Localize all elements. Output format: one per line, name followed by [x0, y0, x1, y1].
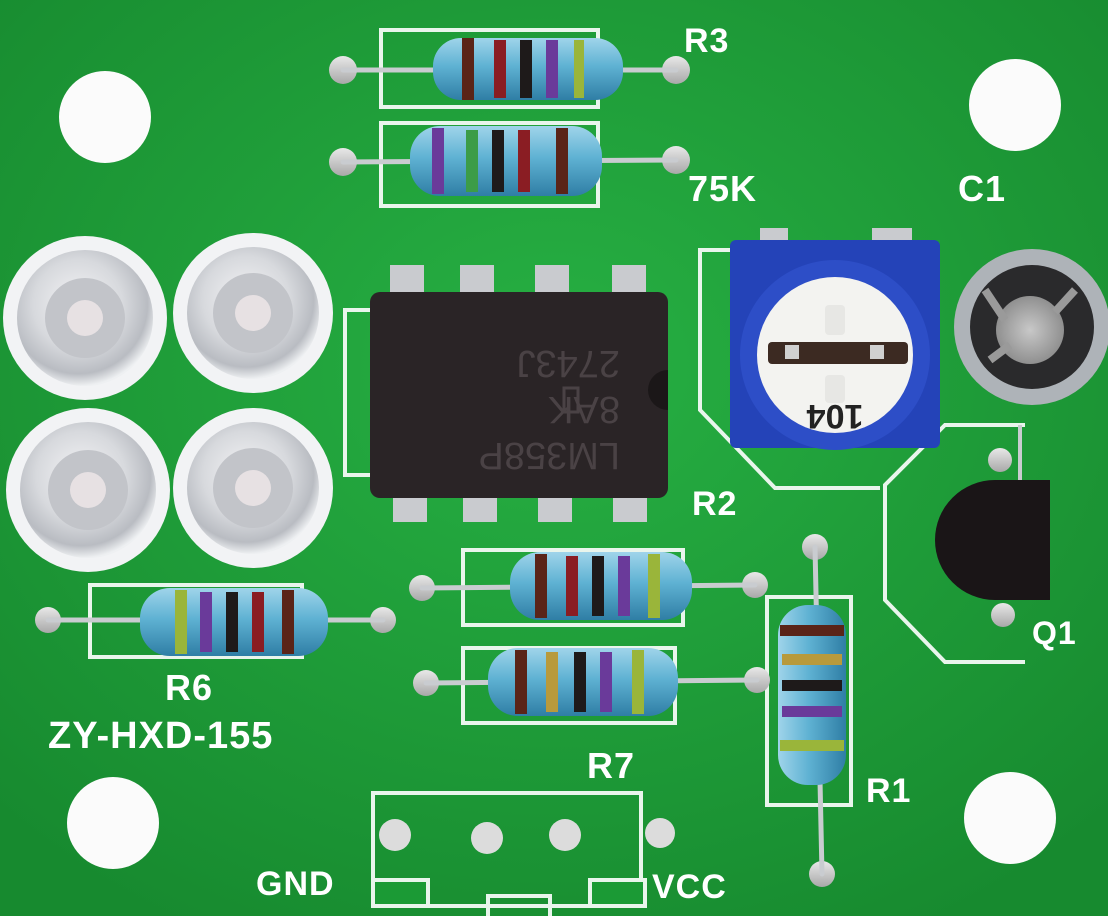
resistor-r1	[778, 605, 846, 785]
mounting-hole-bottom-left	[67, 777, 159, 869]
ic-lm358	[370, 265, 668, 522]
ic-part-number: LM358P	[478, 434, 620, 476]
resistor-r7	[488, 648, 678, 716]
led-top-right	[173, 233, 333, 393]
label-r7: R7	[587, 745, 636, 786]
label-r6: R6	[165, 667, 214, 708]
label-r1: R1	[866, 772, 912, 810]
ic-marking: LM358P 8AK 2743J	[400, 318, 640, 478]
mounting-hole-top-left	[59, 71, 151, 163]
led-bottom-left	[6, 408, 170, 572]
potentiometer-code: 104	[806, 397, 864, 435]
label-vcc: VCC	[652, 868, 727, 906]
mounting-hole-top-right	[969, 59, 1061, 151]
resistor-middle-upper	[510, 552, 692, 620]
potentiometer-104	[730, 228, 940, 450]
resistor-r3	[433, 38, 623, 100]
header-pins	[379, 818, 675, 854]
capacitor-c1	[954, 249, 1108, 405]
label-r2: R2	[692, 485, 738, 523]
led-bottom-right	[173, 408, 333, 568]
resistor-75k	[410, 126, 602, 196]
resistor-r6	[140, 588, 328, 656]
led-array	[3, 233, 333, 572]
board-model: ZY-HXD-155	[48, 715, 274, 757]
mounting-hole-bottom-right	[964, 772, 1056, 864]
transistor-q1	[935, 425, 1050, 600]
label-q1: Q1	[1032, 615, 1077, 651]
label-r3: R3	[684, 22, 730, 60]
ic-lot-code: 8AK	[548, 388, 620, 430]
led-top-left	[3, 236, 167, 400]
label-75k: 75K	[688, 168, 758, 209]
label-c1: C1	[958, 168, 1007, 209]
ic-date-code: 2743J	[516, 342, 620, 384]
label-gnd: GND	[256, 865, 335, 903]
